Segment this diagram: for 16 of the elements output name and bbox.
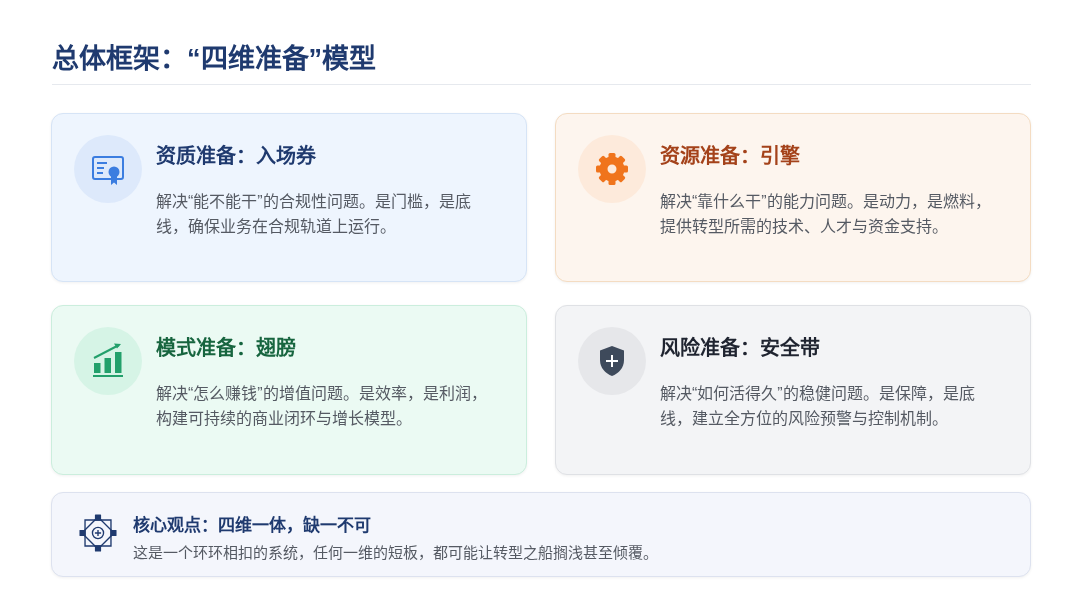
card-text: 解决“靠什么干”的能力问题。是动力，是燃料，提供转型所需的技术、人才与资金支持。 [660,192,992,237]
card-heading: 资源准备：引擎 [660,144,800,169]
card-text: 解决“能不能干”的合规性问题。是门槛，是底线，确保业务在合规轨道上运行。 [156,192,472,237]
card-text: 解决“如何活得久”的稳健问题。是保障，是底线，建立全方位的风险预警与控制机制。 [660,384,976,429]
card-heading: 资质准备：入场券 [156,144,316,169]
card-heading: 核心观点：四维一体，缺一不可 [133,515,371,537]
card-heading: 风险准备：安全带 [660,336,820,361]
title: 总体框架：“四维准备”模型 [52,43,376,76]
info-card [555,113,1031,282]
info-card [51,113,527,282]
info-card [555,305,1031,475]
card-text: 这是一个环环相扣的系统，任何一维的短板，都可能让转型之船搁浅甚至倾覆。 [133,543,659,563]
info-card [51,305,527,475]
card-text: 解决“怎么赚钱”的增值问题。是效率，是利润，构建可持续的商业闭环与增长模型。 [156,384,488,429]
info-card [51,492,1031,577]
card-heading: 模式准备：翅膀 [156,335,296,361]
